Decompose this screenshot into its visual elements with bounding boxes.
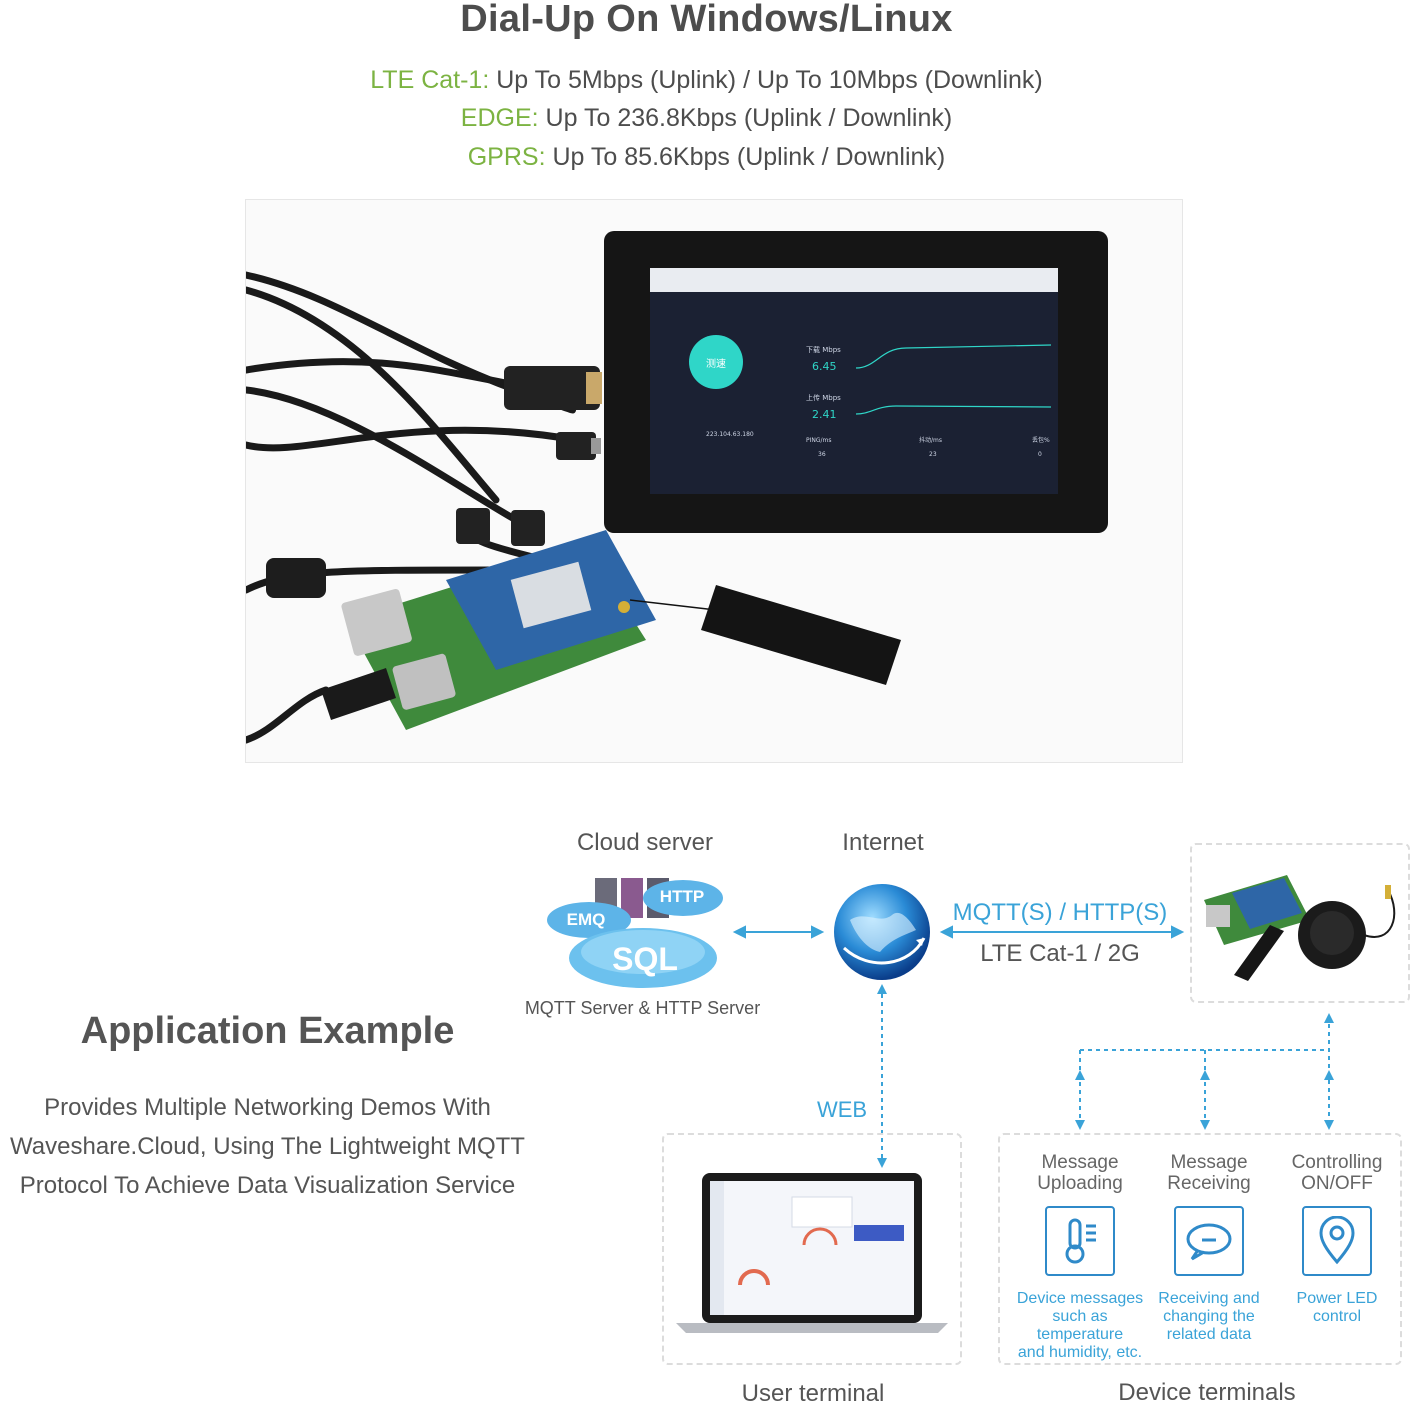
svg-text:上传 Mbps: 上传 Mbps [806,393,841,402]
svg-text:PING/ms: PING/ms [806,437,832,444]
speed-button-text: 测速 [706,357,726,370]
location-pin-icon [1302,1206,1372,1276]
cloud-server-icon: EMQ HTTP SQL [545,872,725,992]
spec-gprs: GPRS: Up To 85.6Kbps (Uplink / Downlink) [467,143,946,171]
svg-text:HTTP: HTTP [660,887,704,906]
feature-message-uploading: Message Uploading Device messages such a… [1016,1152,1144,1361]
web-label: WEB [816,1097,868,1122]
protocol-label: MQTT(S) / HTTP(S) [952,899,1168,926]
cloud-server-label: Cloud server [576,829,714,856]
svg-text:23: 23 [929,451,937,458]
svg-text:223.104.63.180: 223.104.63.180 [706,431,754,438]
svg-text:6.45: 6.45 [812,360,837,373]
device-photo-box [1190,843,1410,1003]
device-terminals-box [998,1133,1402,1365]
svg-text:抖动/ms: 抖动/ms [919,436,942,444]
svg-text:SQL: SQL [612,941,678,977]
cloud-server-subtitle: MQTT Server & HTTP Server [524,998,761,1018]
svg-text:0: 0 [1038,451,1042,458]
application-description: Provides Multiple Networking Demos With … [10,1094,525,1199]
svg-text:2.41: 2.41 [812,408,837,421]
chat-bubble-icon [1174,1206,1244,1276]
feature-controlling: Controlling ON/OFF Power LED control [1291,1152,1383,1325]
feature-message-receiving: Message Receiving Receiving and changing… [1158,1152,1260,1343]
svg-text:EMQ: EMQ [567,910,606,929]
globe-icon [830,880,934,984]
spec-edge: EDGE: Up To 236.8Kbps (Uplink / Downlink… [460,104,953,132]
thermometer-icon [1045,1206,1115,1276]
application-title: Application Example [80,1010,455,1052]
spec-lte: LTE Cat-1: Up To 5Mbps (Uplink) / Up To … [370,66,1043,94]
svg-text:36: 36 [818,451,826,458]
internet-label: Internet [842,829,924,856]
network-label: LTE Cat-1 / 2G [980,940,1140,967]
svg-text:下载 Mbps: 下载 Mbps [806,345,841,354]
laptop-icon [676,1173,948,1333]
page-title: Dial-Up On Windows/Linux [460,0,953,40]
user-terminal-label: User terminal [741,1380,885,1406]
product-photo: 测速 下载 Mbps 6.45 上传 Mbps 2.41 PING/ms 抖动/… [245,199,1183,763]
svg-text:丢包%: 丢包% [1032,436,1050,444]
device-terminals-label: Device terminals [1118,1379,1296,1406]
user-terminal-box [662,1133,962,1365]
